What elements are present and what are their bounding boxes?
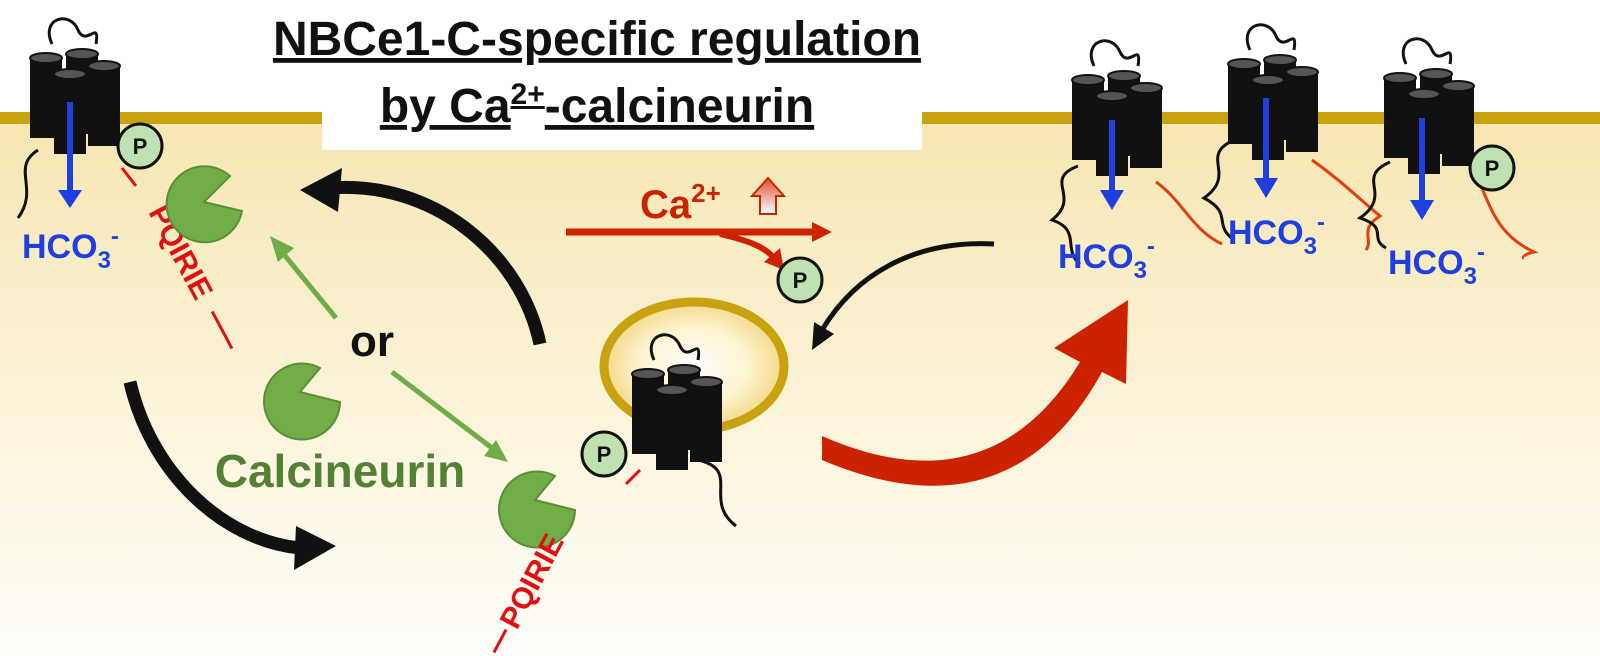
title-box [322,0,922,150]
arrowhead [484,440,508,462]
green-arrow [390,370,494,450]
arrowhead [812,322,834,350]
cycle-arrow-top [329,180,547,346]
title-line-2: by Ca2+-calcineurin [380,78,814,133]
hco3-label: HCO3- [1228,209,1325,260]
calcineurin-icon [263,362,342,441]
right-transporter-3 [1356,39,1539,260]
exocytosis-arrow [822,300,1128,486]
vesicle-transporter [624,335,737,528]
phosphorylation-arrow [719,231,777,261]
hco3-label: HCO3- [22,223,119,274]
right-transporter-1 [1048,41,1223,266]
phospho-label: P [133,134,148,159]
arrowhead [300,168,342,212]
up-arrow-icon [749,176,787,215]
calcineurin-icon [498,470,577,549]
recycle-arrow [819,241,995,332]
hco3-label: HCO3- [1058,233,1155,284]
arrowhead [294,526,336,570]
or-label: or [350,317,394,366]
title-line-1: NBCe1-C-specific regulation [273,13,921,66]
calcium-label: Ca2+ [640,178,721,227]
green-arrow [280,250,338,320]
right-transporter-2 [1201,25,1383,251]
cycle-arrow-bottom [123,380,301,555]
phospho-label: P [1485,156,1500,181]
arrowhead [764,248,784,270]
phospho-label: P [597,442,612,467]
arrowhead [270,236,294,262]
left-transporter [16,19,138,219]
calcineurin-icon [165,165,244,244]
arrowhead [812,222,832,242]
phospho-label: P [793,268,808,293]
hco3-label: HCO3- [1388,239,1485,290]
calcineurin-label: Calcineurin [215,445,466,497]
